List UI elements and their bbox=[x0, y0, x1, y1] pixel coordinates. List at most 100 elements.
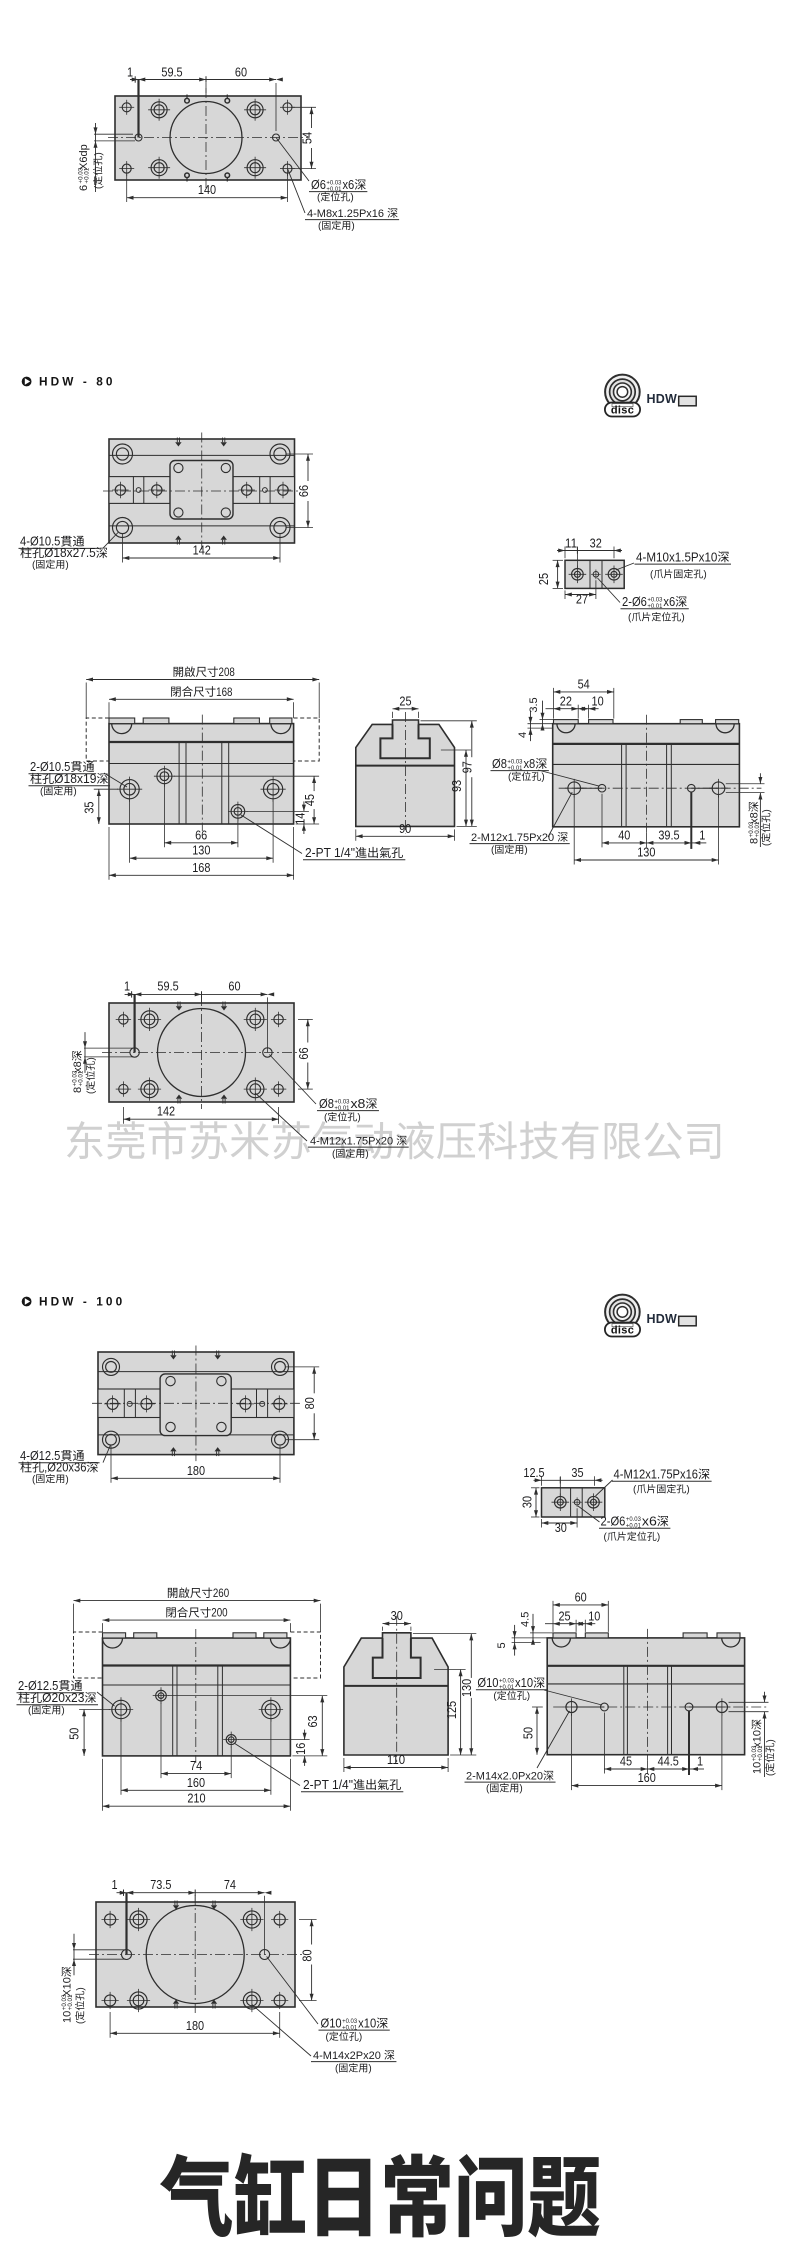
svg-text:2-M12x1.75Px20: 2-M12x1.75Px20 bbox=[471, 832, 554, 844]
svg-text:44.5: 44.5 bbox=[658, 1754, 679, 1769]
svg-text:+0.01: +0.01 bbox=[84, 167, 91, 183]
svg-text:): ) bbox=[365, 1149, 368, 1160]
svg-text:+0.03: +0.03 bbox=[748, 821, 755, 837]
svg-text:): ) bbox=[65, 560, 68, 571]
svg-text:2-PT 1/4": 2-PT 1/4" bbox=[303, 1777, 353, 1792]
svg-text:39.5: 39.5 bbox=[658, 827, 679, 842]
svg-text:): ) bbox=[681, 613, 684, 624]
svg-text:x10: x10 bbox=[752, 1730, 764, 1748]
svg-text:210: 210 bbox=[187, 1791, 205, 1806]
svg-text:8: 8 bbox=[72, 1087, 84, 1093]
svg-text:66: 66 bbox=[195, 827, 207, 842]
svg-text:10: 10 bbox=[592, 694, 604, 709]
svg-text:): ) bbox=[73, 787, 76, 798]
svg-text:4: 4 bbox=[517, 732, 529, 738]
svg-text:): ) bbox=[357, 1113, 360, 1124]
svg-text:x10: x10 bbox=[358, 2016, 376, 2031]
svg-text:+0.03: +0.03 bbox=[647, 596, 662, 603]
svg-text:+0.01: +0.01 bbox=[507, 765, 522, 772]
svg-text:1: 1 bbox=[127, 65, 133, 80]
svg-text:disc: disc bbox=[611, 405, 634, 417]
svg-text:+0.01: +0.01 bbox=[326, 186, 341, 193]
svg-text:+0.01: +0.01 bbox=[78, 1070, 85, 1086]
svg-text:x8: x8 bbox=[749, 812, 761, 824]
svg-text:): ) bbox=[76, 1987, 87, 1990]
svg-text:+0.01: +0.01 bbox=[342, 2024, 357, 2031]
svg-text:(: ( bbox=[32, 560, 36, 571]
svg-text:10: 10 bbox=[588, 1609, 600, 1624]
svg-text:66: 66 bbox=[296, 485, 311, 497]
svg-text:): ) bbox=[368, 2064, 371, 2075]
svg-text:(: ( bbox=[86, 1090, 97, 1094]
svg-text:(: ( bbox=[326, 2032, 330, 2043]
svg-text:10: 10 bbox=[62, 2011, 74, 2023]
svg-text:180: 180 bbox=[186, 2018, 204, 2033]
svg-text:x8: x8 bbox=[523, 756, 535, 771]
svg-text:25: 25 bbox=[558, 1609, 570, 1624]
svg-text:22: 22 bbox=[560, 694, 572, 709]
svg-text:32: 32 bbox=[590, 535, 602, 550]
svg-text:Ø18x19: Ø18x19 bbox=[54, 771, 96, 786]
svg-text:54: 54 bbox=[300, 132, 315, 144]
svg-text:74: 74 bbox=[190, 1758, 202, 1773]
svg-text:80: 80 bbox=[302, 1397, 317, 1409]
svg-text:14: 14 bbox=[292, 813, 307, 825]
svg-text:Ø8: Ø8 bbox=[319, 1096, 334, 1111]
svg-text:93: 93 bbox=[449, 780, 464, 792]
svg-text:+0.01: +0.01 bbox=[626, 1522, 641, 1529]
svg-text:208: 208 bbox=[219, 667, 235, 679]
svg-text:): ) bbox=[94, 152, 105, 155]
svg-text:x10: x10 bbox=[515, 1675, 533, 1690]
svg-text:1: 1 bbox=[697, 1754, 703, 1769]
svg-text:HDW: HDW bbox=[647, 392, 677, 406]
svg-text:2-Ø6: 2-Ø6 bbox=[601, 1514, 626, 1529]
svg-text:25: 25 bbox=[536, 573, 551, 585]
svg-text:+0.03: +0.03 bbox=[507, 758, 522, 765]
svg-text:HDW: HDW bbox=[647, 1312, 677, 1326]
svg-text:HDW - 100: HDW - 100 bbox=[39, 1295, 125, 1309]
svg-text:x6: x6 bbox=[663, 594, 675, 609]
svg-text:(: ( bbox=[633, 1485, 637, 1496]
svg-text:x6: x6 bbox=[642, 1514, 657, 1529]
svg-text:HDW - 80: HDW - 80 bbox=[39, 375, 116, 389]
svg-text:45: 45 bbox=[620, 1754, 632, 1769]
svg-text:,Ø20x36: ,Ø20x36 bbox=[44, 1460, 86, 1475]
svg-text:160: 160 bbox=[187, 1775, 205, 1790]
svg-text:(: ( bbox=[94, 185, 105, 189]
svg-text:142: 142 bbox=[193, 543, 211, 558]
svg-text:54: 54 bbox=[578, 677, 590, 692]
svg-text:4-M8x1.25Px16: 4-M8x1.25Px16 bbox=[307, 208, 384, 220]
svg-text:6: 6 bbox=[78, 185, 90, 191]
svg-text:(: ( bbox=[604, 1532, 608, 1543]
svg-text:(: ( bbox=[650, 570, 654, 581]
svg-text:(: ( bbox=[332, 1149, 336, 1160]
svg-text:): ) bbox=[686, 1485, 689, 1496]
svg-text:59.5: 59.5 bbox=[161, 65, 182, 80]
svg-text:60: 60 bbox=[235, 65, 247, 80]
svg-text:160: 160 bbox=[638, 1770, 656, 1785]
svg-text:60: 60 bbox=[575, 1590, 587, 1605]
svg-text:(: ( bbox=[486, 1784, 490, 1795]
svg-text:73.5: 73.5 bbox=[150, 1877, 171, 1892]
svg-text:+0.03: +0.03 bbox=[499, 1678, 514, 1685]
svg-text:50: 50 bbox=[521, 1727, 536, 1739]
svg-text:4.5: 4.5 bbox=[520, 1612, 532, 1627]
svg-text:50: 50 bbox=[67, 1728, 82, 1740]
svg-text:66: 66 bbox=[296, 1047, 311, 1059]
svg-text:+0.03: +0.03 bbox=[334, 1098, 349, 1105]
svg-text:8: 8 bbox=[749, 838, 761, 844]
svg-text:+0.01: +0.01 bbox=[757, 1745, 764, 1761]
svg-text:): ) bbox=[61, 1706, 64, 1717]
svg-text:10: 10 bbox=[752, 1762, 764, 1774]
svg-text:+0.03: +0.03 bbox=[78, 167, 85, 183]
svg-text:+0.03: +0.03 bbox=[626, 1516, 641, 1523]
svg-text:): ) bbox=[703, 570, 706, 581]
svg-text:5: 5 bbox=[496, 1642, 508, 1648]
svg-text:Ø10: Ø10 bbox=[321, 2016, 342, 2031]
svg-text:3.5: 3.5 bbox=[528, 697, 540, 712]
svg-text:+0.01: +0.01 bbox=[499, 1684, 514, 1691]
svg-text:+0.03: +0.03 bbox=[61, 1994, 68, 2010]
svg-text:25: 25 bbox=[399, 693, 411, 708]
svg-text:30: 30 bbox=[391, 1608, 403, 1623]
svg-text:(: ( bbox=[317, 193, 321, 204]
